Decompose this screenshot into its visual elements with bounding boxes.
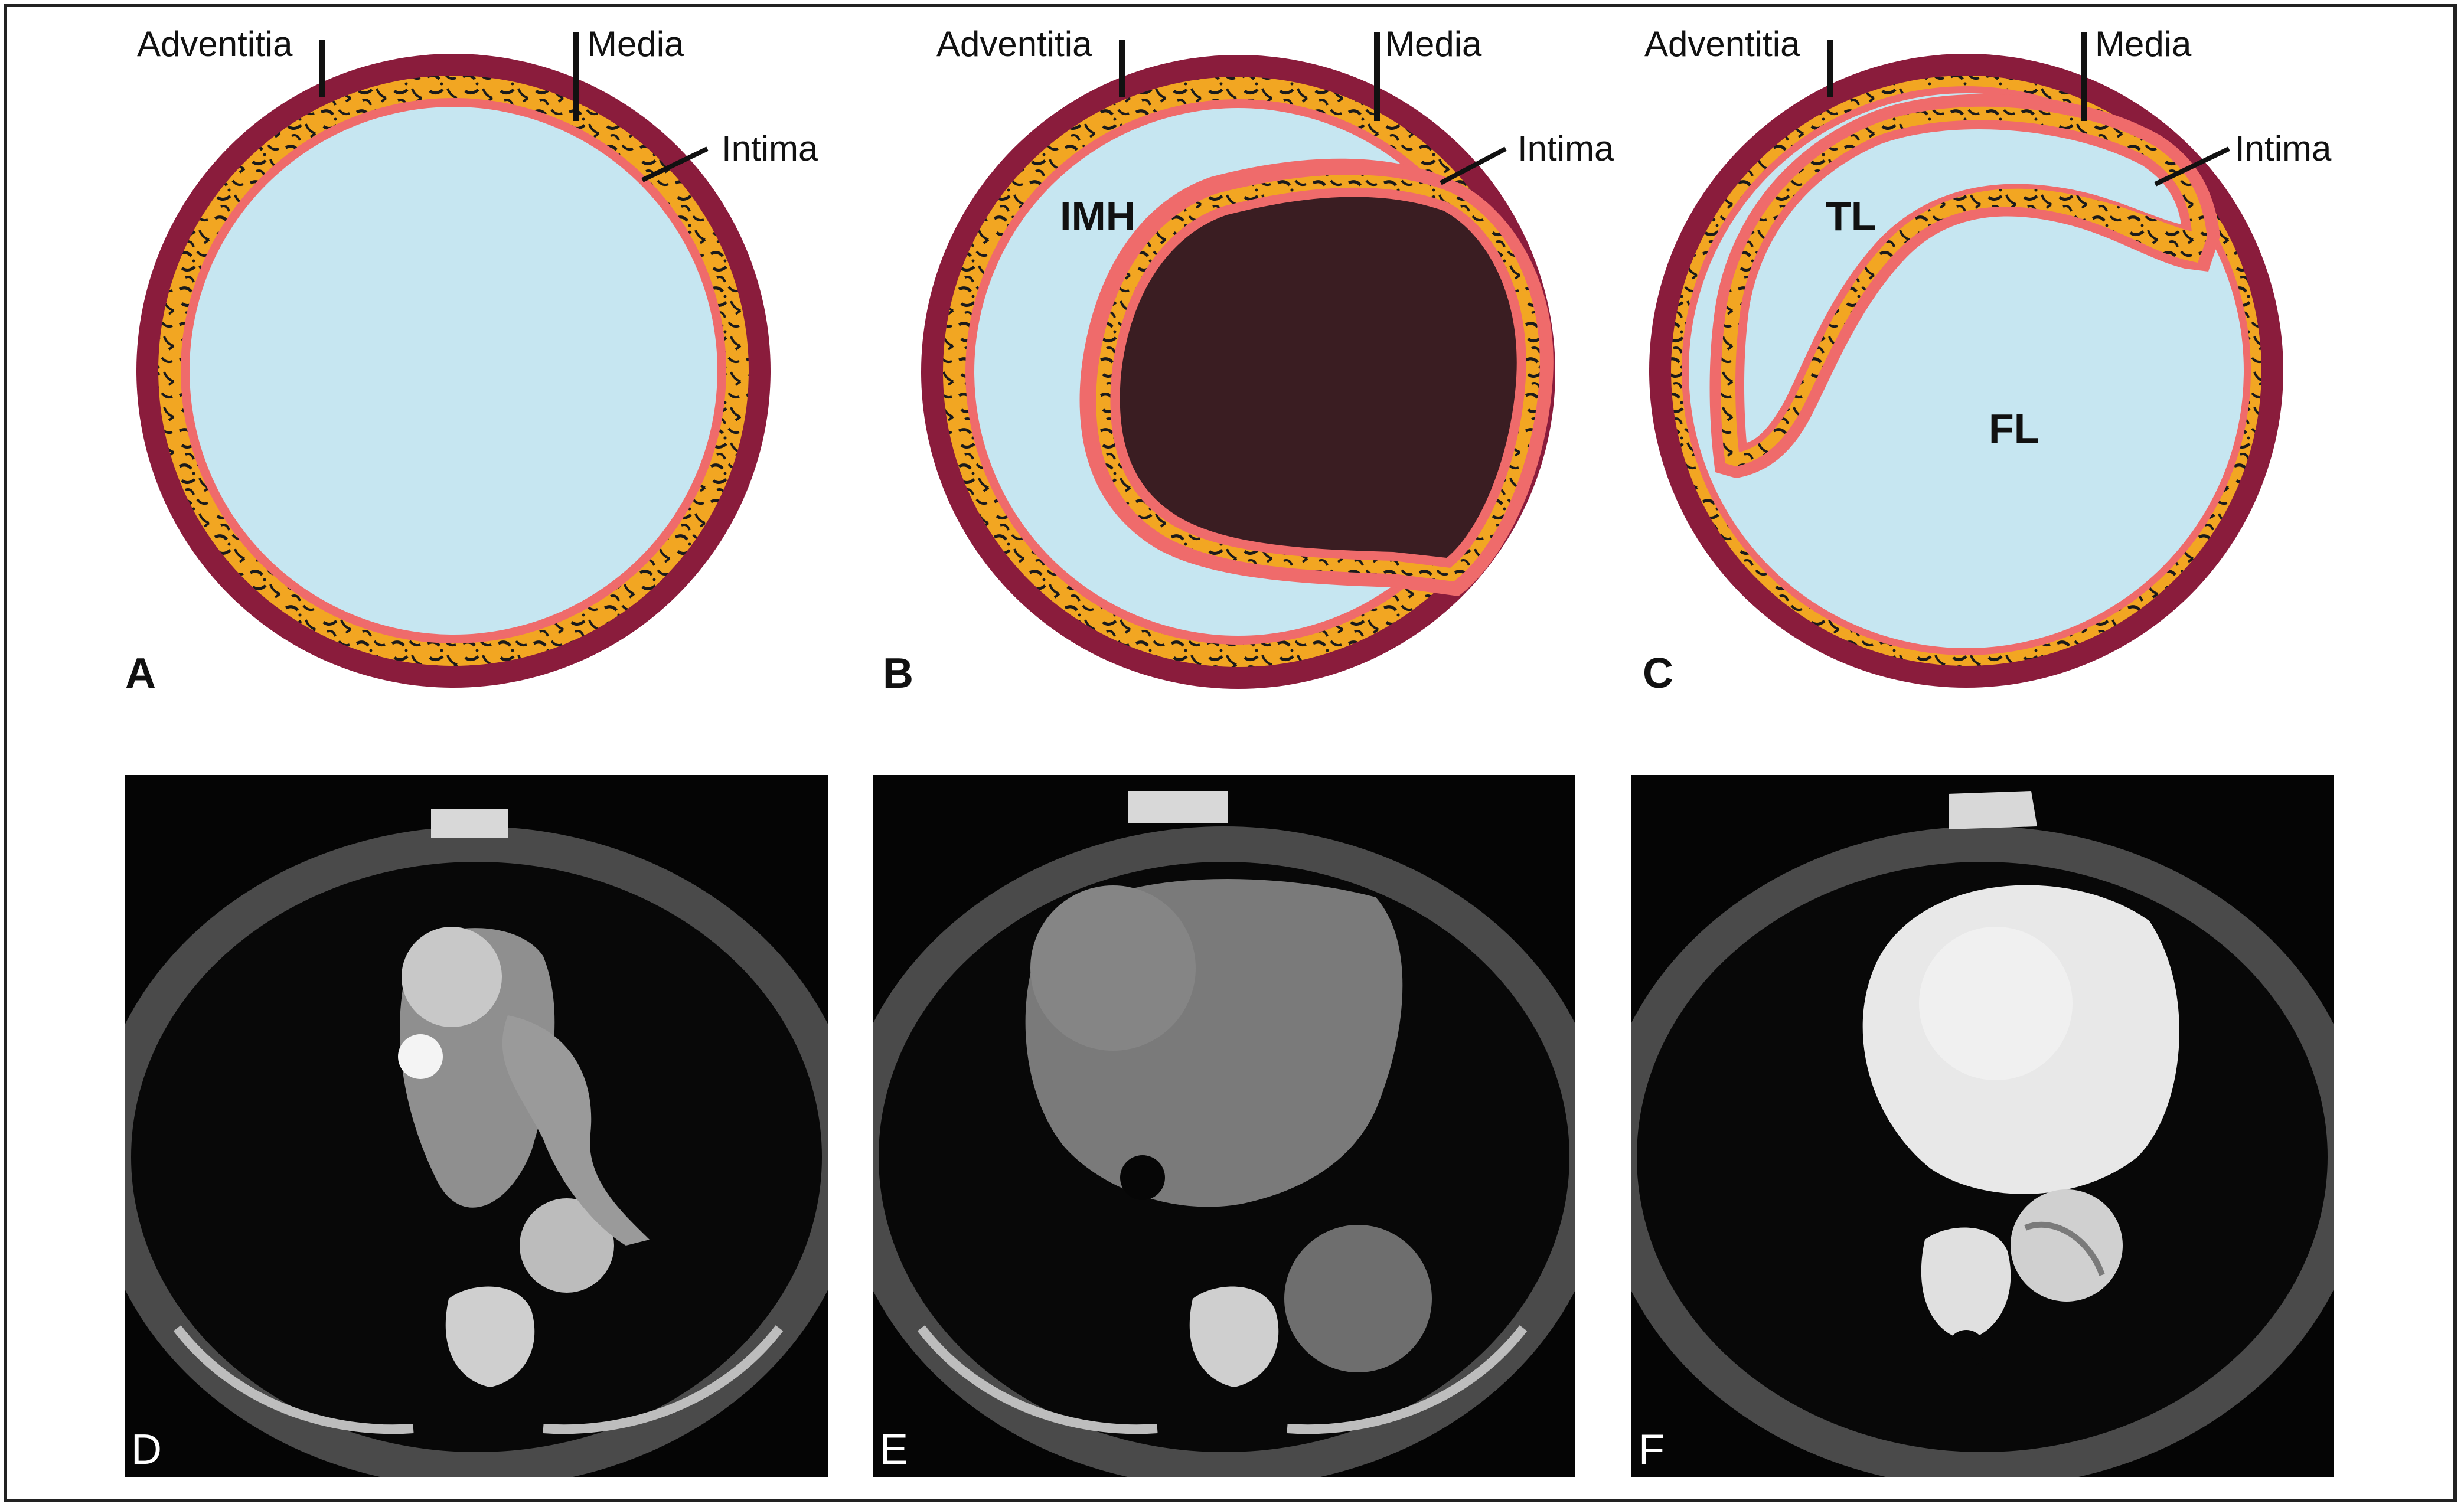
intima-pointer [2154,146,2230,187]
calcified-node [398,1034,443,1079]
panel-f-ct-image [1631,775,2334,1477]
adventitia-label: Adventitia [137,24,293,64]
intima-label: Intima [2235,129,2332,168]
media-label: Media [588,24,684,64]
descending-aorta-dissection [2011,1189,2123,1302]
vertebra [445,1286,535,1387]
ascending-aorta-imh [1030,885,1196,1051]
panel-a-diagram: Adventitia Media Intima A [125,24,818,697]
ribs [173,1325,784,1434]
panel-c-letter: C [1643,650,1673,697]
descending-aorta [520,1198,614,1293]
false-lumen-label: FL [1989,406,2039,452]
panel-b-diagram: Adventitia Media Intima IMH B [883,24,1614,697]
ribs [917,1325,1528,1434]
panel-a-letter: A [125,650,156,697]
panel-d-ct-image [125,775,828,1477]
media-label: Media [2095,24,2192,64]
descending-aorta-imh [1284,1225,1432,1372]
panel-e-letter: E [880,1426,908,1473]
spinal-canal [1947,1330,1985,1368]
imh-label: IMH [1060,193,1135,239]
pulmonary-artery [502,1015,650,1246]
panel-b-letter: B [883,650,913,697]
sternum [431,809,508,838]
intima-label: Intima [722,129,818,168]
sternum [1949,791,2037,829]
sternum [1128,791,1228,823]
vertebra [1921,1227,2011,1340]
dissection-flap-ct [2024,1221,2105,1276]
true-lumen-thrombosed [1120,197,1517,558]
intima-pointer [641,146,709,182]
panel-d-letter: D [131,1426,162,1473]
lumen [190,107,717,635]
media-label: Media [1385,24,1482,64]
figure-frame [4,4,2457,1502]
adventitia-label: Adventitia [936,24,1092,64]
panel-c-diagram: Adventitia Media Intima TL FL C [1643,24,2332,697]
aortic-root [1919,927,2073,1080]
ascending-aorta [402,927,502,1027]
trachea [1120,1155,1165,1200]
panel-f-letter: F [1639,1426,1665,1473]
true-lumen-label: TL [1826,193,1876,239]
intima-pointer [1440,146,1507,185]
adventitia-label: Adventitia [1644,24,1800,64]
vertebra [1189,1286,1279,1387]
true-lumen-inner [1744,129,2181,443]
panel-e-ct-image [873,775,1575,1477]
intima-label: Intima [1517,129,1614,168]
